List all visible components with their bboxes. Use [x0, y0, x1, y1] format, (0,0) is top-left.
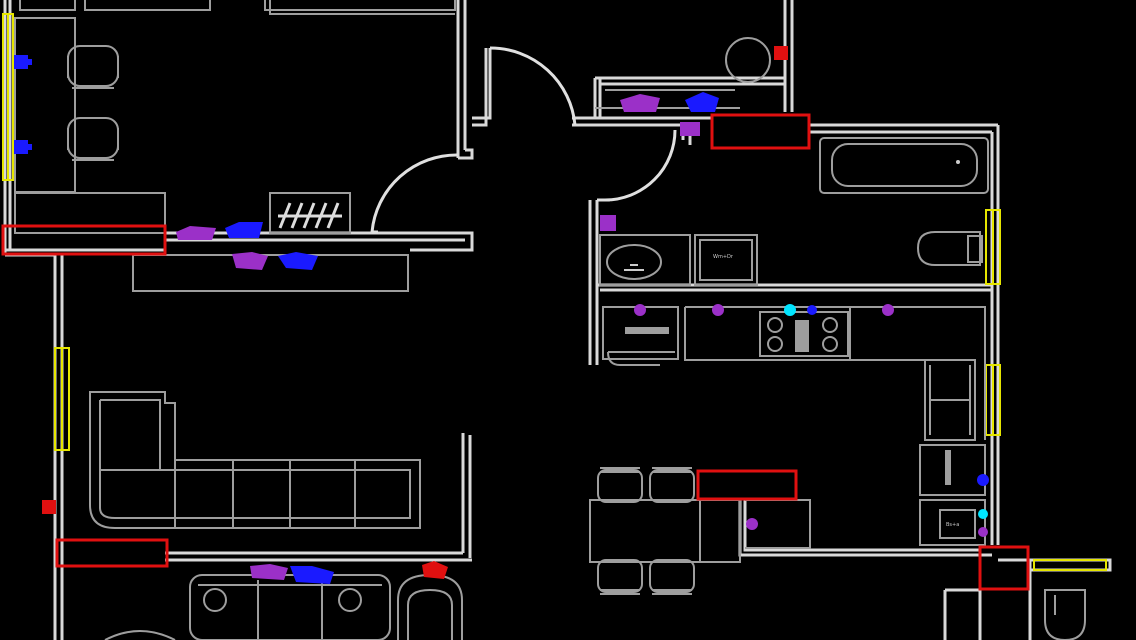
fridge-base [607, 351, 675, 366]
door-bedroom-swing [370, 153, 459, 234]
wall-bath-top [810, 123, 998, 134]
hob-burner-4 [822, 336, 838, 352]
network-outlet-markers [14, 55, 989, 584]
red-frame-dining [696, 469, 798, 501]
sofa-bottom [189, 574, 391, 640]
electrical-outlet-icon [882, 304, 894, 316]
wall-left-upper [3, 0, 12, 255]
network-outlet-icon [977, 474, 989, 486]
dining-furniture [589, 467, 1086, 640]
bed-and-wardrobe-top [19, 0, 456, 11]
toilet-tank [967, 235, 983, 263]
living-furniture [89, 391, 463, 640]
desk-chair-1 [67, 45, 119, 89]
electrical-outlet-icon [634, 304, 646, 316]
dining-chair-1 [597, 467, 643, 503]
fridge-handle [625, 327, 669, 334]
washer-inner [699, 239, 753, 281]
toilet [916, 231, 981, 266]
desk-chair-2 [67, 117, 119, 161]
shoe-cabinet [269, 192, 351, 234]
outlet-markers [14, 46, 989, 584]
hob-burner-2 [767, 336, 783, 352]
bathroom-cabinet-inner [939, 509, 976, 539]
washer-label: Wm+Dr [713, 254, 734, 260]
oven-handle [945, 450, 951, 485]
wall-living-bottom [165, 551, 472, 562]
tall-cabinet-shelves [929, 365, 971, 435]
dining-chair-3 [597, 559, 643, 595]
bathtub [819, 137, 989, 194]
bedroom-furniture [14, 0, 456, 292]
kitchen-fixtures: Bs+a [602, 306, 986, 546]
red-frame-entry [710, 113, 811, 150]
window-small-wc [1033, 559, 1107, 571]
wall-bedroom-right [456, 0, 474, 160]
electrical-outlet-icon [176, 226, 216, 240]
dining-chair-2 [649, 467, 695, 503]
switch-icon [774, 46, 788, 60]
electrical-outlet-icon [600, 215, 616, 231]
washer [694, 234, 758, 286]
wall-living-right [461, 433, 472, 558]
wall-wc-niche [593, 76, 785, 118]
hob-burner-3 [822, 317, 838, 333]
water-point-markers [784, 304, 988, 519]
electrical-outlet-icon [232, 252, 268, 270]
wc-basin [725, 37, 771, 83]
network-outlet-icon [807, 305, 817, 315]
wall-laundry-left [588, 200, 599, 365]
hob-burner-1 [767, 317, 783, 333]
switch-markers [42, 46, 788, 579]
network-outlet-icon [278, 252, 318, 270]
switch-icon [422, 561, 448, 579]
network-outlet-icon [290, 566, 334, 584]
sink-faucet-icon [624, 264, 644, 271]
water-point-icon [784, 304, 796, 316]
red-frame-living [55, 538, 169, 568]
switch-icon [42, 500, 56, 514]
electrical-outlet-icon [712, 304, 724, 316]
network-outlet-icon [14, 55, 32, 69]
door-entry-swing [489, 46, 577, 126]
red-frame-corner [978, 545, 1030, 591]
network-outlet-icon [14, 140, 32, 154]
water-point-icon [978, 509, 988, 519]
doors [370, 46, 677, 234]
electrical-outlet-icon [250, 564, 288, 580]
electrical-outlet-icon [620, 94, 660, 112]
bed-frame [269, 0, 455, 15]
red-frames [1, 113, 1030, 591]
sectional-sofa [89, 391, 421, 529]
sink-counter [599, 234, 691, 286]
oven-cabinet [919, 444, 986, 496]
wall-entry-jamb-left [472, 48, 492, 127]
bathroom-cabinet [919, 499, 986, 546]
electrical-outlet-icon [746, 518, 758, 530]
entry-console [132, 254, 409, 292]
network-outlet-icon [225, 222, 263, 238]
side-chair [104, 630, 176, 640]
electrical-outlet-icon [978, 527, 988, 537]
bathtub-inner [831, 143, 978, 187]
bathtub-drain [956, 160, 960, 164]
bathroom-cabinet-label: Bs+a [946, 522, 959, 528]
hob-center [795, 320, 809, 352]
dining-chair-4 [649, 559, 695, 595]
door-laundry-swing [597, 129, 677, 202]
tall-cabinet [924, 359, 976, 441]
laundry-fixtures: Wm+Dr [599, 234, 758, 286]
electrical-outlet-icon [680, 122, 700, 136]
bath-fixtures [819, 137, 989, 266]
electrical-outlet-markers [176, 94, 988, 580]
wall-right [990, 125, 1000, 545]
shelf [14, 192, 166, 234]
red-frame-bedroom [1, 224, 167, 256]
hob [759, 311, 849, 357]
shoe-rack-icon [278, 202, 342, 229]
network-outlet-icon [685, 92, 719, 112]
sink-basin [606, 244, 662, 280]
